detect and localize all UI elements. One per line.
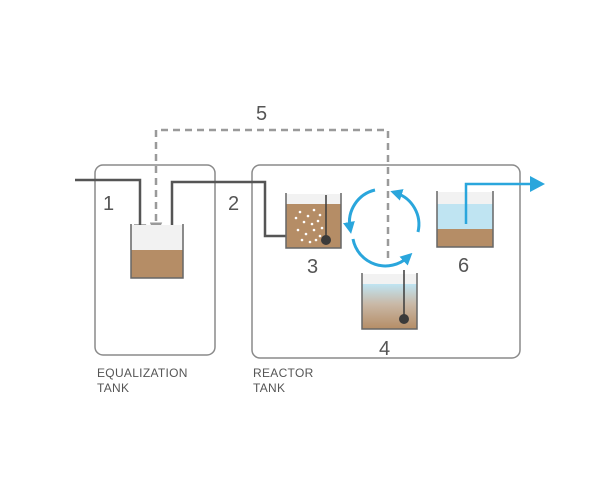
- step-label-4: 4: [379, 338, 390, 360]
- decant-beaker: [436, 191, 494, 248]
- equalization-caption-line2: TANK: [97, 381, 129, 395]
- step-label-6: 6: [458, 255, 469, 277]
- equalization-beaker: [130, 224, 184, 279]
- recycle-dashed-line: [149, 128, 390, 258]
- reactor-caption-line1: REACTOR: [253, 366, 314, 380]
- settle-mixer-icon: [399, 314, 409, 324]
- reactor-caption-line2: TANK: [253, 381, 285, 395]
- effluent-arrowhead: [530, 176, 545, 192]
- inlet-pipe: [75, 178, 147, 237]
- aeration-bubbles: [294, 208, 324, 244]
- step-label-1: 1: [103, 193, 114, 215]
- transfer-pipe: [170, 180, 300, 250]
- step-label-5: 5: [256, 103, 267, 125]
- step-label-2: 2: [228, 193, 239, 215]
- cycle-arrows: [343, 188, 421, 268]
- fill-react-beaker: [285, 193, 342, 249]
- mixer-icon: [321, 235, 331, 245]
- settle-beaker: [361, 270, 418, 330]
- equalization-caption-line1: EQUALIZATION: [97, 366, 188, 380]
- step-label-3: 3: [307, 256, 318, 278]
- reactor-tank: [251, 164, 521, 359]
- effluent-arrow: [464, 182, 533, 224]
- equalization-tank: [94, 164, 216, 356]
